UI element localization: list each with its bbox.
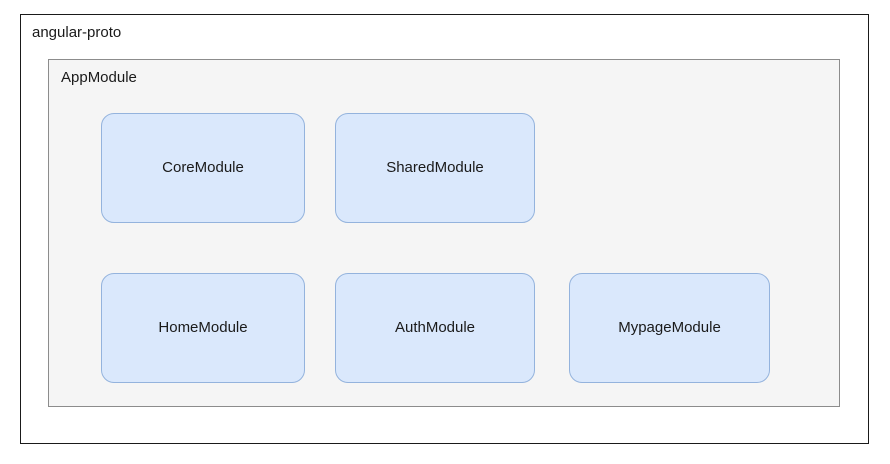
module-box-label: HomeModule	[158, 319, 248, 336]
module-box-label: AuthModule	[394, 319, 476, 336]
module-box-mypagemodule[interactable]: MypageModule	[569, 273, 770, 383]
module-box-label: SharedModule	[386, 159, 484, 176]
module-box-coremodule[interactable]: CoreModule	[101, 113, 305, 223]
module-box-sharedmodule[interactable]: SharedModule	[335, 113, 535, 223]
module-box-label: MypageModule	[618, 319, 721, 336]
outer-container-angular-proto[interactable]: angular-proto AppModule CoreModule Shared…	[20, 14, 869, 444]
module-box-homemodule[interactable]: HomeModule	[101, 273, 305, 383]
module-box-authmodule[interactable]: AuthModule	[335, 273, 535, 383]
outer-container-label: angular-proto	[32, 24, 122, 41]
module-box-label: CoreModule	[162, 159, 244, 176]
app-module-label: AppModule	[61, 69, 137, 86]
